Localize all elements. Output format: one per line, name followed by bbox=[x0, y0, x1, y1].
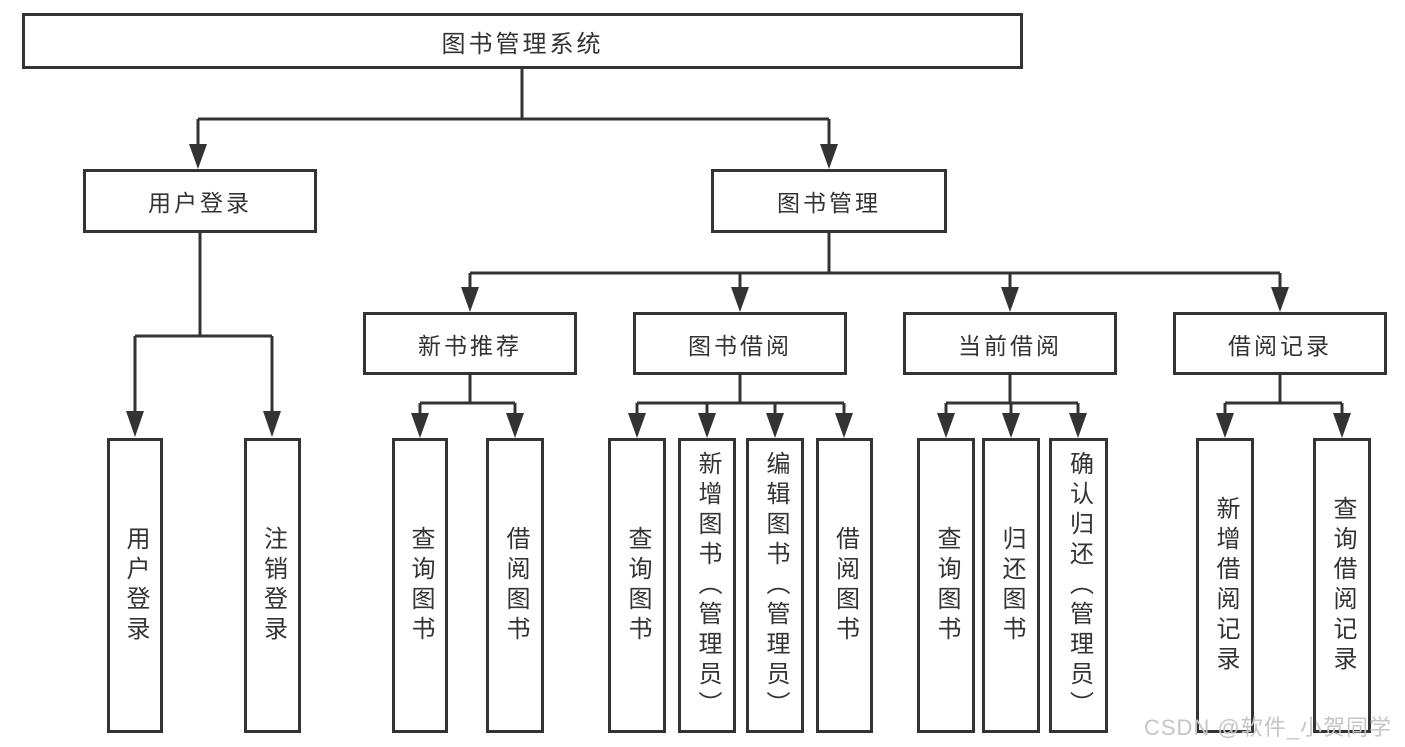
leaf-edit-book-admin: 编辑图书（管理员） bbox=[746, 438, 804, 733]
leaf-add-borrow-record-label: 新增借阅记录 bbox=[1212, 495, 1239, 676]
leaf-user-login-label: 用户登录 bbox=[122, 525, 149, 646]
node-book-management-branch: 图书管理 bbox=[711, 169, 947, 233]
leaf-logout: 注销登录 bbox=[244, 438, 301, 733]
leaf-borrow-books-borrow-label: 借阅图书 bbox=[831, 525, 859, 646]
connector-paths bbox=[133, 69, 1344, 415]
node-root: 图书管理系统 bbox=[22, 13, 1023, 69]
leaf-query-books-borrow-label: 查询图书 bbox=[624, 525, 651, 646]
node-new-book-recommend-label: 新书推荐 bbox=[418, 332, 522, 359]
leaf-query-books-borrow: 查询图书 bbox=[608, 438, 666, 733]
leaf-borrow-books-recommend-label: 借阅图书 bbox=[502, 525, 529, 646]
node-current-borrowing-label: 当前借阅 bbox=[958, 332, 1062, 359]
leaf-add-book-admin-label: 新增图书（管理员） bbox=[694, 450, 721, 721]
node-user-login-branch: 用户登录 bbox=[83, 169, 317, 233]
leaf-query-books-current: 查询图书 bbox=[917, 438, 975, 733]
node-user-login-branch-label: 用户登录 bbox=[148, 190, 252, 216]
leaf-query-borrow-record-label: 查询借阅记录 bbox=[1329, 495, 1356, 676]
leaf-query-books-recommend: 查询图书 bbox=[392, 438, 448, 733]
leaf-query-borrow-record: 查询借阅记录 bbox=[1313, 438, 1371, 733]
leaf-confirm-return-admin-label: 确认归还（管理员） bbox=[1065, 450, 1093, 721]
node-root-label: 图书管理系统 bbox=[441, 30, 604, 58]
node-borrowing-records-label: 借阅记录 bbox=[1228, 332, 1332, 359]
leaf-add-borrow-record: 新增借阅记录 bbox=[1196, 438, 1254, 733]
leaf-query-books-current-label: 查询图书 bbox=[933, 525, 960, 646]
node-current-borrowing: 当前借阅 bbox=[903, 312, 1117, 375]
node-new-book-recommend: 新书推荐 bbox=[363, 312, 577, 375]
csdn-watermark: CSDN @软件_小贺同学 bbox=[1143, 715, 1392, 740]
leaf-confirm-return-admin: 确认归还（管理员） bbox=[1049, 438, 1108, 733]
leaf-user-login: 用户登录 bbox=[107, 438, 163, 733]
node-book-borrowing-label: 图书借阅 bbox=[688, 332, 792, 359]
node-borrowing-records: 借阅记录 bbox=[1173, 312, 1387, 375]
leaf-return-book: 归还图书 bbox=[982, 438, 1040, 733]
node-book-management-branch-label: 图书管理 bbox=[777, 190, 881, 216]
leaf-edit-book-admin-label: 编辑图书（管理员） bbox=[762, 450, 789, 721]
arrowheads bbox=[126, 144, 1351, 438]
leaf-add-book-admin: 新增图书（管理员） bbox=[678, 438, 736, 733]
leaf-query-books-recommend-label: 查询图书 bbox=[407, 525, 434, 646]
leaf-logout-label: 注销登录 bbox=[259, 525, 287, 646]
leaf-borrow-books-recommend: 借阅图书 bbox=[486, 438, 544, 733]
leaf-borrow-books-borrow: 借阅图书 bbox=[816, 438, 873, 733]
leaf-return-book-label: 归还图书 bbox=[998, 525, 1025, 646]
node-book-borrowing: 图书借阅 bbox=[633, 312, 847, 375]
